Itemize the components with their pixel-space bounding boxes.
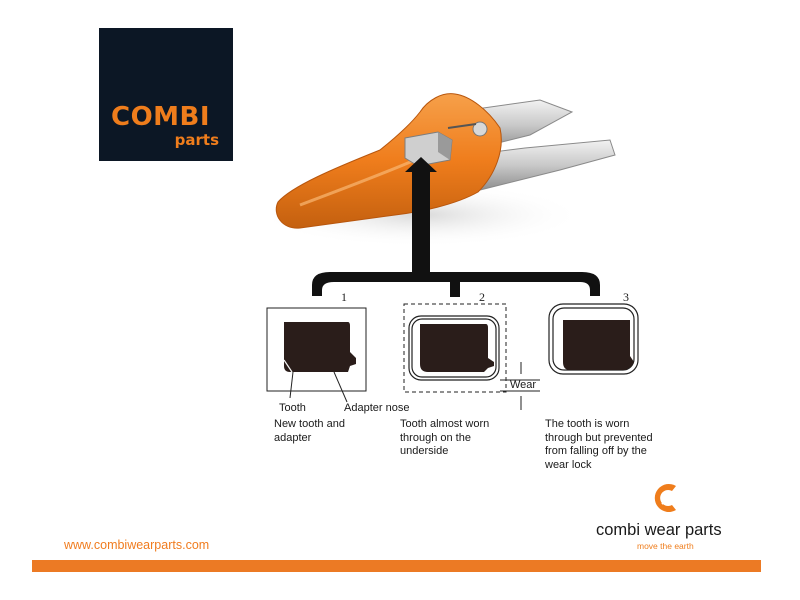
- logo-sub-text: parts: [174, 131, 219, 149]
- website-url: www.combiwearparts.com: [64, 538, 210, 552]
- stage-2-tooth-shape: [420, 324, 494, 372]
- orange-tooth: [275, 93, 502, 229]
- stage-1-number: 1: [341, 290, 347, 304]
- combi-parts-logo: COMBI parts: [99, 28, 233, 161]
- stage-2-caption-line: through on the: [400, 431, 471, 444]
- stage-1-diagram: [266, 307, 367, 403]
- stage-3-caption-line: The tooth is worn: [545, 418, 630, 430]
- tooth-adapter-illustration: [255, 93, 616, 247]
- wear-label: Wear: [510, 379, 537, 391]
- stage-3-tooth-shape: [563, 320, 634, 370]
- tooth-pointer-line: [289, 371, 294, 399]
- stage-3-caption-line: wear lock: [545, 458, 592, 471]
- stage-1-caption-line: New tooth and: [274, 418, 345, 430]
- stage-3-caption-line: from falling off by the: [545, 445, 647, 457]
- brand-tagline: move the earth: [637, 541, 694, 551]
- connector-arrow: [312, 157, 600, 297]
- footer-orange-bar: [32, 560, 761, 572]
- stage-2-caption: Tooth almost worn through on the undersi…: [400, 418, 489, 459]
- stage-3-caption-line: through but prevented: [545, 431, 653, 444]
- stage-2-diagram: [403, 303, 540, 410]
- stage-2-caption-line: underside: [400, 445, 449, 457]
- adapter-nose-pointer-line: [333, 371, 348, 403]
- stage-1-caption-line: adapter: [274, 431, 312, 444]
- locking-pin: [472, 121, 488, 137]
- logo-main-text: COMBI: [111, 102, 211, 132]
- combi-c-logo-icon: [654, 484, 676, 512]
- stage-1-tooth-shape: [284, 322, 356, 372]
- stage-3-caption: The tooth is worn through but prevented …: [545, 418, 653, 472]
- stage-1-caption: New tooth and adapter: [274, 418, 345, 445]
- stage-3-diagram: [548, 303, 639, 375]
- stage-3-number: 3: [623, 290, 629, 304]
- adapter-nose-label: Adapter nose: [344, 402, 410, 414]
- brand-name: combi wear parts: [596, 521, 722, 539]
- stage-2-caption-line: Tooth almost worn: [400, 418, 490, 430]
- stage-2-number: 2: [479, 290, 485, 304]
- tooth-label: Tooth: [279, 402, 306, 414]
